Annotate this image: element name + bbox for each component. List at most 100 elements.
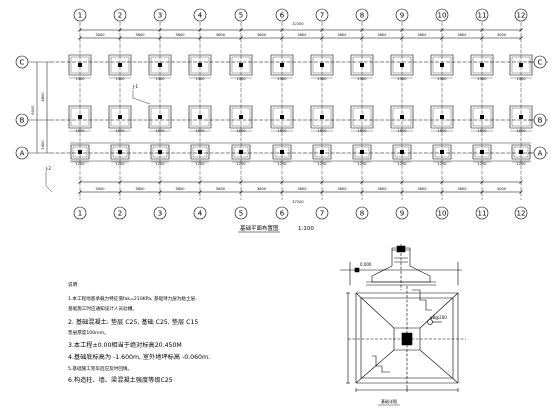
footing-dim: 1800 (437, 129, 447, 133)
bay-dim: 3600 (457, 33, 467, 37)
axis-bubble-right-2: A (534, 147, 546, 159)
axis-bubble-top-4: 4 (194, 9, 206, 21)
note-line-6: 4.基础底标高为 -1.600m, 室外地坪标高 -0.060m. (68, 353, 210, 361)
bay-dim: 3600 (337, 187, 347, 191)
svg-text:C: C (20, 59, 25, 67)
plan-caption: 基础平面布置图 (240, 224, 279, 232)
axis-bubble-left-1: B (16, 114, 28, 126)
axis-bubble-top-10: 10 (436, 9, 448, 21)
svg-text:5: 5 (239, 12, 243, 20)
footing-dim: 1500 (397, 77, 407, 81)
svg-text:6: 6 (280, 210, 285, 218)
footing-dim: 1500 (477, 77, 487, 81)
axis-bubble-left-2: A (16, 147, 28, 159)
footing-dim: 1500 (437, 77, 447, 81)
svg-text:10: 10 (438, 12, 447, 20)
svg-text:9: 9 (400, 12, 404, 20)
axis-bubble-bottom-5: 5 (235, 207, 247, 219)
axis-bubble-bottom-10: 10 (436, 207, 448, 219)
svg-text:2: 2 (118, 210, 122, 218)
axis-bubble-top-6: 6 (276, 9, 288, 21)
svg-text:3: 3 (158, 12, 162, 20)
note-line-7: 5.基础施工完毕后应及时回填。 (68, 365, 132, 372)
svg-text:8: 8 (360, 12, 364, 20)
footing-dim: 1500 (155, 77, 165, 81)
axis-bubble-bottom-12: 12 (515, 207, 527, 219)
bay-dim: 3600 (135, 33, 145, 37)
axis-bubble-top-8: 8 (356, 9, 368, 21)
svg-text:A: A (20, 150, 25, 158)
callout-j2: J-2 (45, 166, 51, 171)
footing-dim: 1500 (195, 77, 205, 81)
svg-text:1: 1 (78, 210, 82, 218)
axis-bubble-right-0: C (534, 56, 546, 68)
footing-dim: 1800 (155, 129, 165, 133)
axis-bubble-bottom-8: 8 (356, 207, 368, 219)
footing-dim: 1200 (155, 162, 165, 166)
note-line-3: 2. 基础混凝土: 垫层 C25, 基础 C25, 垫层 C15 (68, 318, 198, 326)
axis-bubble-top-11: 11 (476, 9, 488, 21)
footing-dim: 1500 (115, 77, 125, 81)
footing-dim: 1500 (317, 77, 327, 81)
svg-text:φ8@200: φ8@200 (430, 315, 447, 320)
axis-bubble-bottom-9: 9 (396, 207, 408, 219)
note-line-4: 垫层厚度100mm。 (68, 329, 109, 336)
footing-dim: 1800 (277, 129, 287, 133)
bay-dim: 3600 (297, 187, 307, 191)
left-dim-lower: 2400 (41, 140, 45, 150)
bay-dim: 3600 (377, 187, 387, 191)
bay-dim: 3600 (257, 33, 267, 37)
footing-dim: 1200 (437, 162, 447, 166)
axis-bubble-bottom-3: 3 (154, 207, 166, 219)
footing-dim: 1200 (115, 162, 125, 166)
note-line-5: 3.本工程±0.00相当于绝对标高20.450M (68, 341, 182, 349)
overall-dimension-bottom: 37200 (292, 200, 304, 204)
footing-section-detail: 0.000 (340, 244, 462, 290)
svg-text:11: 11 (478, 12, 487, 20)
footing-dim: 1200 (516, 162, 526, 166)
footing-dim: 1800 (195, 129, 205, 133)
footing-dim: 1200 (277, 162, 287, 166)
svg-text:C: C (538, 59, 543, 67)
axis-bubble-bottom-1: 1 (74, 207, 86, 219)
left-dim-upper: 4800 (41, 92, 45, 102)
bay-dim: 3000 (497, 33, 507, 37)
axis-bubble-bottom-6: 6 (276, 207, 288, 219)
svg-text:10: 10 (438, 210, 447, 218)
svg-text:8: 8 (360, 210, 364, 218)
svg-text:3: 3 (158, 210, 162, 218)
svg-text:12: 12 (517, 12, 526, 20)
axis-bubble-bottom-4: 4 (194, 207, 206, 219)
footing-dim: 1800 (477, 129, 487, 133)
axis-bubble-top-2: 2 (114, 9, 126, 21)
footing-dim: 1200 (357, 162, 367, 166)
svg-text:B: B (538, 117, 543, 125)
bay-dim: 3600 (417, 33, 427, 37)
svg-text:12: 12 (517, 210, 526, 218)
footing-dim: 1800 (317, 129, 327, 133)
footing-dim: 1200 (397, 162, 407, 166)
bay-dim: 3600 (457, 187, 467, 191)
bay-dim: 3600 (175, 33, 185, 37)
callout-j1: J-1 (132, 84, 138, 89)
footing-dim: 1800 (115, 129, 125, 133)
footing-dim: 1800 (516, 129, 526, 133)
note-line-8: 6.构造柱、墙、梁混凝土强度等级C25 (68, 376, 173, 384)
axis-bubble-top-5: 5 (235, 9, 247, 21)
svg-text:1: 1 (78, 12, 82, 20)
footing-dim: 1500 (277, 77, 287, 81)
note-line-1: 1.本工程地基承载力特征值fak=210KPa, 基础持力层为粘土层, (68, 295, 197, 302)
svg-text:9: 9 (400, 210, 404, 218)
svg-text:B: B (20, 117, 25, 125)
footing-dim: 1500 (236, 77, 246, 81)
svg-text:7: 7 (320, 210, 324, 218)
bay-dim: 3600 (135, 187, 145, 191)
foundation-plan: 3000300036003600360036003600360036003600… (37, 22, 548, 200)
footing-dim: 1200 (317, 162, 327, 166)
bay-dim: 3600 (297, 33, 307, 37)
axis-bubble-bottom-7: 7 (316, 207, 328, 219)
svg-text:4: 4 (198, 12, 203, 20)
overall-dimension-top: 37200 (292, 22, 304, 26)
design-notes: 说明 1.本工程地基承载力特征值fak=210KPa, 基础持力层为粘土层, 基… (68, 281, 210, 384)
